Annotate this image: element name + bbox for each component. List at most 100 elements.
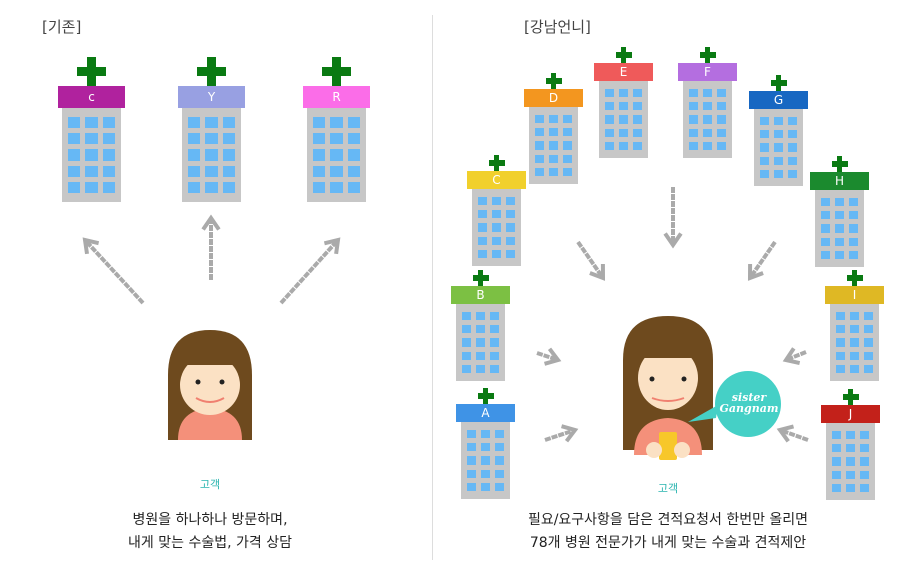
- window: [835, 224, 844, 233]
- building-body: [456, 304, 505, 381]
- medical-cross-icon: [197, 66, 226, 77]
- window: [313, 165, 326, 177]
- window: [836, 338, 845, 347]
- window: [860, 431, 869, 440]
- window: [467, 482, 476, 491]
- window: [836, 351, 845, 360]
- window: [864, 338, 873, 347]
- hospital-label: D: [524, 89, 583, 107]
- window: [506, 249, 515, 258]
- window: [846, 444, 855, 453]
- window: [205, 149, 218, 161]
- window: [860, 457, 869, 466]
- window: [849, 198, 858, 207]
- window: [495, 469, 504, 478]
- medical-cross-icon: [488, 160, 505, 166]
- window: [481, 443, 490, 452]
- window: [467, 469, 476, 478]
- window: [619, 102, 628, 111]
- building-body: [182, 108, 241, 202]
- hospital-label: E: [594, 63, 653, 81]
- window: [495, 443, 504, 452]
- window: [633, 128, 642, 137]
- left-description-line: 내게 맞는 수술법, 가격 상담: [128, 535, 292, 551]
- window: [633, 141, 642, 150]
- window: [788, 169, 797, 178]
- window: [850, 338, 859, 347]
- window: [481, 456, 490, 465]
- window: [222, 133, 235, 145]
- window: [549, 115, 558, 124]
- window: [563, 141, 572, 150]
- window: [846, 457, 855, 466]
- window: [849, 211, 858, 220]
- window: [495, 430, 504, 439]
- window: [478, 197, 487, 206]
- hospital-label: F: [678, 63, 737, 81]
- window: [689, 102, 698, 111]
- window: [68, 149, 81, 161]
- window: [205, 133, 218, 145]
- window: [832, 483, 841, 492]
- window: [549, 128, 558, 137]
- divider: [432, 15, 433, 560]
- window: [330, 165, 343, 177]
- medical-cross-icon: [699, 52, 716, 58]
- window: [832, 457, 841, 466]
- window: [188, 181, 201, 193]
- window: [222, 181, 235, 193]
- window: [85, 133, 98, 145]
- window: [832, 431, 841, 440]
- window: [535, 154, 544, 163]
- window: [788, 143, 797, 152]
- hospital-label: J: [821, 405, 880, 423]
- window: [495, 482, 504, 491]
- window: [506, 197, 515, 206]
- window: [506, 210, 515, 219]
- window: [330, 133, 343, 145]
- window: [102, 181, 115, 193]
- window: [619, 115, 628, 124]
- window: [832, 444, 841, 453]
- window: [717, 102, 726, 111]
- window: [864, 364, 873, 373]
- window: [860, 483, 869, 492]
- window: [102, 117, 115, 129]
- window: [860, 444, 869, 453]
- window: [760, 143, 769, 152]
- window: [102, 165, 115, 177]
- window: [467, 430, 476, 439]
- window: [860, 470, 869, 479]
- medical-cross-icon: [615, 52, 632, 58]
- medical-cross-icon: [770, 80, 787, 86]
- window: [717, 128, 726, 137]
- arrow-icon: [279, 237, 341, 305]
- building-body: [830, 304, 879, 381]
- window: [850, 312, 859, 321]
- window: [849, 224, 858, 233]
- window: [821, 211, 830, 220]
- window: [703, 89, 712, 98]
- window: [774, 117, 783, 126]
- window: [495, 456, 504, 465]
- window: [506, 223, 515, 232]
- hospital-label: I: [825, 286, 884, 304]
- medical-cross-icon: [472, 275, 489, 281]
- window: [462, 325, 471, 334]
- building-body: [599, 81, 648, 158]
- window: [633, 102, 642, 111]
- building-body: [683, 81, 732, 158]
- window: [535, 167, 544, 176]
- window: [864, 312, 873, 321]
- window: [68, 133, 81, 145]
- window: [330, 181, 343, 193]
- window: [760, 117, 769, 126]
- window: [462, 351, 471, 360]
- window: [836, 325, 845, 334]
- window: [703, 141, 712, 150]
- window: [188, 149, 201, 161]
- window: [467, 456, 476, 465]
